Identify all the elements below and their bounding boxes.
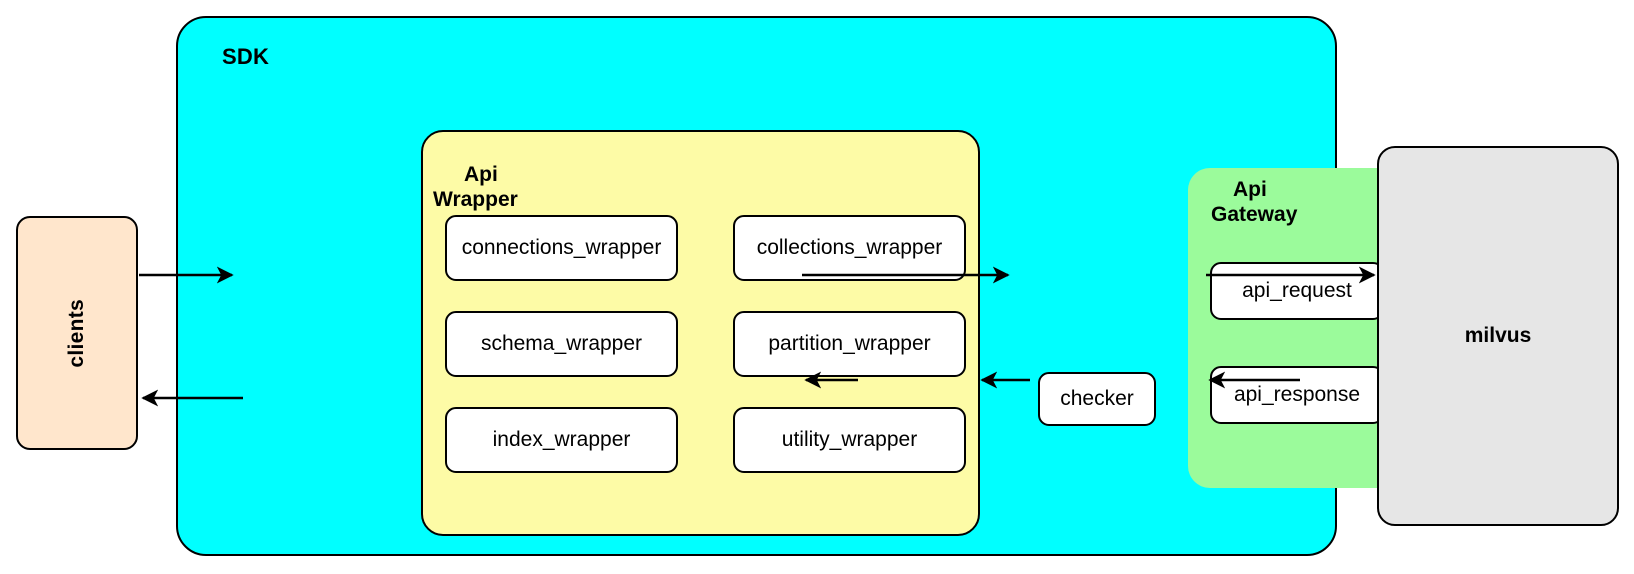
node-label: checker <box>1060 387 1134 411</box>
node-schema-wrapper[interactable]: schema_wrapper <box>445 311 678 377</box>
clients-label: clients <box>65 298 88 368</box>
api-gateway-label-line2: Gateway <box>1211 202 1298 226</box>
node-utility-wrapper[interactable]: utility_wrapper <box>733 407 966 473</box>
api-wrapper-label-line2: Wrapper <box>433 187 518 211</box>
clients-box[interactable]: clients <box>16 216 138 450</box>
node-checker[interactable]: checker <box>1038 372 1156 426</box>
node-label: connections_wrapper <box>461 236 662 260</box>
milvus-box[interactable]: milvus <box>1377 146 1619 526</box>
api-gateway-label-line1: Api <box>1233 178 1267 201</box>
node-connections-wrapper[interactable]: connections_wrapper <box>445 215 678 281</box>
node-label: index_wrapper <box>492 428 631 452</box>
node-label: partition_wrapper <box>768 332 931 356</box>
node-partition-wrapper[interactable]: partition_wrapper <box>733 311 966 377</box>
sdk-container[interactable]: SDK Api Wrapper connections_wrapper coll… <box>176 16 1414 556</box>
node-index-wrapper[interactable]: index_wrapper <box>445 407 678 473</box>
milvus-label: milvus <box>1464 324 1532 347</box>
node-collections-wrapper[interactable]: collections_wrapper <box>733 215 966 281</box>
sdk-label: SDK <box>222 44 270 69</box>
node-label: utility_wrapper <box>781 428 918 452</box>
api-wrapper-container[interactable]: Api Wrapper connections_wrapper collecti… <box>421 130 980 536</box>
node-label: schema_wrapper <box>480 332 643 356</box>
node-label: collections_wrapper <box>756 236 943 260</box>
api-gateway-label: Api Gateway <box>1211 178 1297 228</box>
node-api-response[interactable]: api_response <box>1210 366 1384 424</box>
node-label: api_request <box>1242 279 1352 303</box>
api-gateway-container[interactable]: Api Gateway api_request api_response <box>1188 168 1414 488</box>
node-api-request[interactable]: api_request <box>1210 262 1384 320</box>
node-label: api_response <box>1233 383 1361 407</box>
api-wrapper-label: Api Wrapper <box>433 138 518 237</box>
api-wrapper-label-line1: Api <box>464 162 498 186</box>
